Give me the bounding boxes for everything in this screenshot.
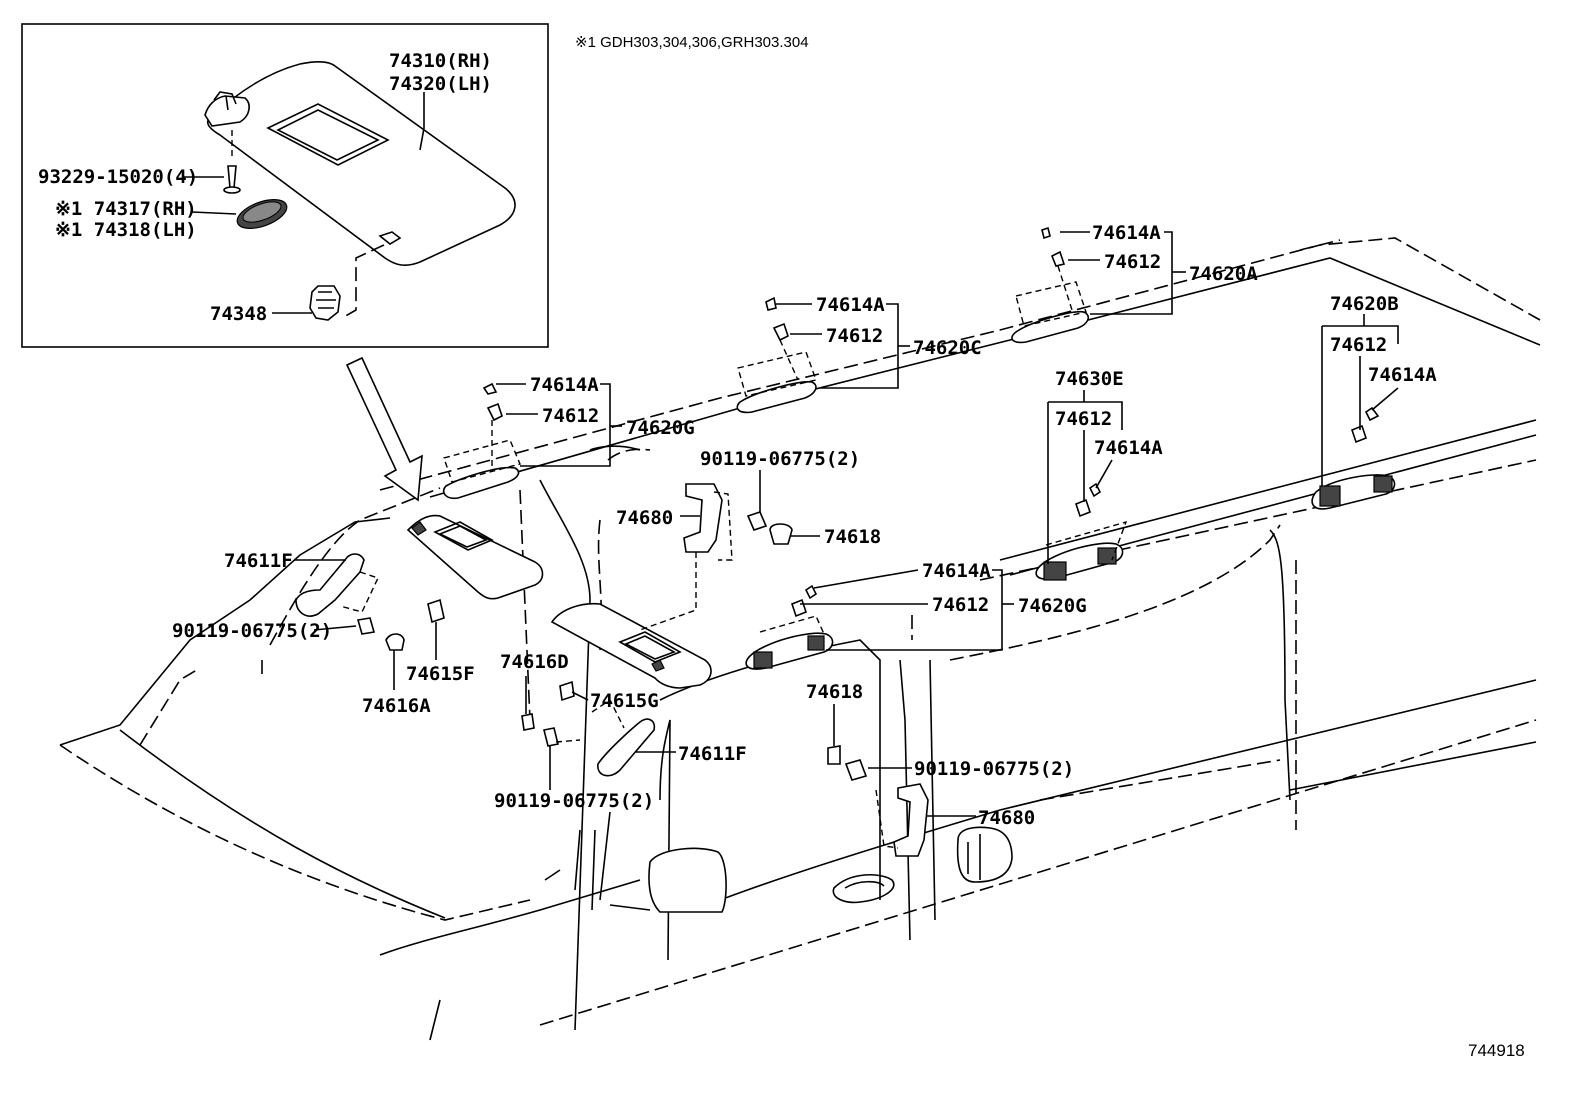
label-e2: 74612 xyxy=(1055,408,1112,430)
assist-grip-620b-icon xyxy=(1311,406,1396,510)
label-15f: 74615F xyxy=(406,663,475,685)
label-visor-rh: 74310(RH) xyxy=(389,50,492,72)
label-a2: 74612 xyxy=(1104,251,1161,273)
label-g3: 74620G xyxy=(626,417,695,439)
label-g4: 74614A xyxy=(922,560,991,582)
assist-grip-630e-icon xyxy=(1035,482,1128,581)
clip-616a-icon xyxy=(385,633,405,651)
label-cap-bot: 74618 xyxy=(806,681,863,703)
inset-frame xyxy=(21,23,549,348)
label-handle-top: 74680 xyxy=(616,507,673,529)
vehicle-body-outline xyxy=(59,237,1541,1041)
label-visor-lh: 74320(LH) xyxy=(389,73,492,95)
label-a3: 74620A xyxy=(1189,263,1258,285)
label-g6: 74620G xyxy=(1018,595,1087,617)
label-screw: 93229-15020(4) xyxy=(38,166,198,188)
label-bolt-bot: 90119-06775(2) xyxy=(914,758,1074,780)
assist-grip-620g-icon xyxy=(442,382,521,500)
diagram-ref-code: 744918 xyxy=(1468,1041,1525,1060)
assist-grip-611f-mid-icon xyxy=(543,698,656,777)
clip-615g-icon xyxy=(559,680,575,702)
label-g1: 74614A xyxy=(530,374,599,396)
grip-bracket-680-bottom-icon xyxy=(827,745,929,857)
label-c2: 74612 xyxy=(826,325,883,347)
assist-grip-620g-lower-icon xyxy=(745,584,834,670)
applicability-note: ※1 GDH303,304,306,GRH303.304 xyxy=(575,34,809,51)
label-16a: 74616A xyxy=(362,695,431,717)
assist-grip-620a-icon xyxy=(1011,226,1090,344)
label-16d: 74616D xyxy=(500,651,569,673)
label-handle-bot: 74680 xyxy=(978,807,1035,829)
label-a1: 74614A xyxy=(1092,222,1161,244)
label-c1: 74614A xyxy=(816,294,885,316)
inset-panel xyxy=(21,23,549,348)
label-f-left: 74611F xyxy=(224,550,293,572)
label-b3: 74614A xyxy=(1368,364,1437,386)
label-g5: 74612 xyxy=(932,594,989,616)
label-g2: 74612 xyxy=(542,405,599,427)
screw-icon xyxy=(223,165,241,194)
label-f-mid: 74611F xyxy=(678,743,747,765)
visor-holder-icon xyxy=(309,231,402,321)
label-e3: 74614A xyxy=(1094,437,1163,459)
label-bolt-top: 90119-06775(2) xyxy=(700,448,860,470)
leader-lines xyxy=(294,92,1399,817)
label-b1: 74620B xyxy=(1330,293,1399,315)
clip-616d-icon xyxy=(521,713,535,731)
label-b2: 74612 xyxy=(1330,334,1387,356)
inset-sun-visor-icon xyxy=(204,61,516,267)
mirror-cover-icon xyxy=(236,199,288,229)
label-bolt-left: 90119-06775(2) xyxy=(172,620,332,642)
direction-arrow-icon xyxy=(345,356,423,502)
grip-bracket-680-top-icon xyxy=(639,483,793,631)
assist-grip-611f-left-icon xyxy=(295,553,379,635)
assist-grip-620c-icon xyxy=(736,296,817,414)
label-15g: 74615G xyxy=(590,690,659,712)
label-c3: 74620C xyxy=(913,337,982,359)
label-mirror-rh: ※1 74317(RH) xyxy=(55,198,197,220)
label-bolt-mid: 90119-06775(2) xyxy=(494,790,654,812)
label-e1: 74630E xyxy=(1055,368,1124,390)
label-holder: 74348 xyxy=(210,303,267,325)
label-cap-top: 74618 xyxy=(824,526,881,548)
sun-visor-left-icon xyxy=(406,514,544,600)
label-mirror-lh: ※1 74318(LH) xyxy=(55,219,197,241)
clip-615f-icon xyxy=(427,598,445,624)
sun-visor-right-icon xyxy=(550,602,712,689)
